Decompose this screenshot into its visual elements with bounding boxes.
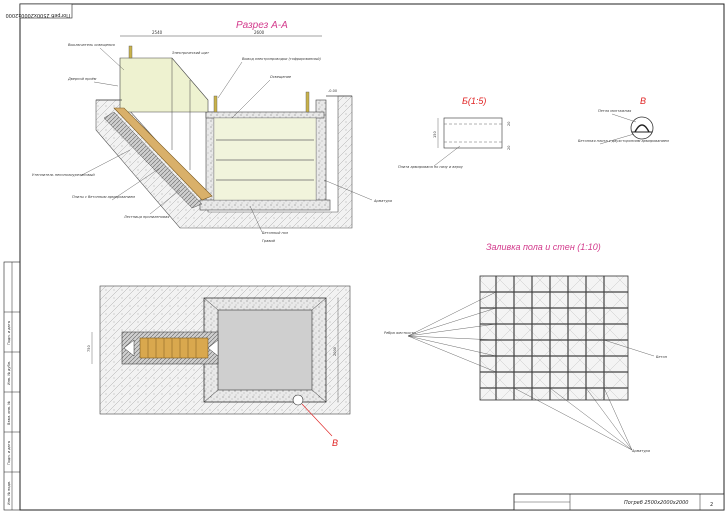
sheet-frame <box>19 3 725 511</box>
plan-dim-height: 2000 <box>333 347 337 356</box>
titleblock-name: Погреб 2500x2000x2000 <box>624 500 688 506</box>
dim-b-b: 20 <box>507 122 511 126</box>
label-duct: Вывод электропроводки (гофрированный) <box>242 57 322 61</box>
left-sidebar: Инв. № подл. Подп. и дата Взам. инв. № И… <box>3 261 21 511</box>
label-door: Дверной проём <box>67 77 97 81</box>
level-mark: -0.00 <box>328 89 337 93</box>
sidebar-cell-2: Подп. и дата <box>7 441 11 465</box>
section-aa: Разрез А-А 2540 2600 -0.00 Выкл <box>32 20 392 243</box>
titleblock-sheet: 2 <box>710 502 713 508</box>
detail-b-title: Б(1:5) <box>462 96 486 106</box>
section-aa-title: Разрез А-А <box>236 20 288 31</box>
label-light: Освещение <box>270 75 291 79</box>
label-floor: Бетонный пол <box>262 231 289 235</box>
detail-v-label-top: Петля монтажная <box>598 109 631 113</box>
label-gravel: Гравий <box>262 239 276 243</box>
dim-2600: 2600 <box>254 30 265 35</box>
dim-b-a: 150 <box>433 131 437 138</box>
detail-v-title: В <box>640 96 646 106</box>
corner-stamp-text: Погреб 2500x2000x2000 <box>6 12 70 18</box>
detail-b: Б(1:5) 150 20 20 Плита армирована по низ… <box>398 96 511 169</box>
label-insul: Утеплитель пенополиуретановый <box>32 173 95 177</box>
plan-callout: В <box>332 438 338 448</box>
label-rebar-aa: Арматура <box>373 199 392 203</box>
label-electric: Электрический щит <box>171 51 210 55</box>
sidebar-cell-1: Инв. № подл. <box>7 481 11 505</box>
detail-v-label-bottom: Бетонная плита с двухсторонним армирован… <box>578 139 669 143</box>
sidebar-cell-4: Инв. № дубл. <box>7 361 11 385</box>
detail-v: В Петля монтажная Бетонная плита с двухс… <box>578 96 669 145</box>
dim-b-c: 20 <box>507 146 511 150</box>
sidebar-cell-3: Взам. инв. № <box>7 401 11 425</box>
pour-title: Заливка пола и стен (1:10) <box>486 242 601 252</box>
label-vent: Выключатель освещения <box>68 43 115 47</box>
pour-detail: Заливка пола и стен (1:10) Ребра жесткос… <box>384 242 668 453</box>
sidebar-cell-5: Подп. и дата <box>7 321 11 345</box>
corner-stamp: Погреб 2500x2000x2000 <box>6 3 73 19</box>
label-stairs: Лестница пропиленовая <box>123 215 169 219</box>
pour-label-left: Ребра жесткости <box>384 331 416 335</box>
label-slabs: Плиты с бетонным армированием <box>72 195 135 199</box>
pour-label-concrete: Бетон <box>656 355 668 359</box>
dim-2540: 2540 <box>152 30 163 35</box>
plan-dim-width: 750 <box>87 345 91 352</box>
plan-view: 750 2000 В <box>87 285 351 448</box>
pour-label-rebar: Арматура <box>631 449 650 453</box>
detail-b-label: Плита армирована по низу и верху <box>398 165 464 169</box>
title-block: Погреб 2500x2000x2000 2 <box>513 493 725 511</box>
